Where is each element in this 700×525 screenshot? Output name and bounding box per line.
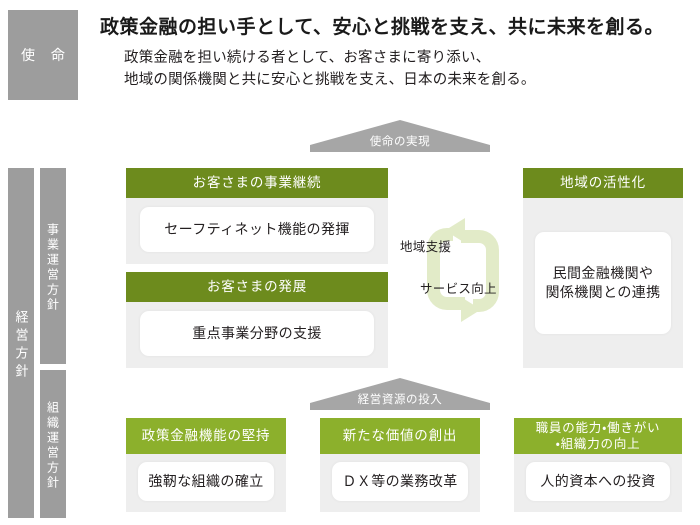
card-customer-business-continuity[interactable]: お客さまの事業継続 セーフティネット機能の発揮 [126, 168, 388, 264]
rail-management-policy: 経営方針 [8, 168, 34, 518]
mission-label-badge: 使 命 [8, 10, 78, 100]
cycle-labels: 地域支援 サービス向上 [398, 236, 528, 306]
card-body: 重点事業分野の支援 [126, 302, 388, 368]
card-staff-capability[interactable]: 職員の能力・働きがい・組織力の向上 人的資本への投資 [514, 418, 682, 512]
card-new-value-creation[interactable]: 新たな価値の創出 ＤＸ等の業務改革 [320, 418, 480, 512]
card-item: 強靭な組織の確立 [138, 462, 274, 501]
card-policy-finance-function[interactable]: 政策金融機能の堅持 強靭な組織の確立 [126, 418, 286, 512]
card-item: 民間金融機関や関係機関との連携 [535, 232, 671, 334]
rail-business-policy: 事業運営方針 [40, 168, 66, 364]
card-body: 民間金融機関や関係機関との連携 [523, 198, 683, 368]
card-body: 人的資本への投資 [514, 454, 682, 512]
mission-subtitle: 政策金融を担い続ける者として、お客さまに寄り添い、地域の関係機関と共に安心と挑戦… [124, 50, 536, 89]
card-body: ＤＸ等の業務改革 [320, 454, 480, 512]
card-body: セーフティネット機能の発揮 [126, 198, 388, 264]
mission-realization-arrow: 使命の実現 [310, 120, 490, 152]
card-body: 強靭な組織の確立 [126, 454, 286, 512]
card-header: 政策金融機能の堅持 [126, 418, 286, 454]
resource-input-arrow-label: 経営資源の投入 [357, 394, 443, 406]
resource-input-arrow: 経営資源の投入 [310, 378, 490, 410]
card-header: 新たな価値の創出 [320, 418, 480, 454]
card-item: 人的資本への投資 [526, 462, 670, 501]
cycle-arrow-icon [415, 218, 511, 322]
card-header: 地域の活性化 [523, 168, 683, 198]
mission-realization-arrow-label: 使命の実現 [369, 136, 431, 148]
card-customer-growth[interactable]: お客さまの発展 重点事業分野の支援 [126, 272, 388, 368]
card-header: 職員の能力・働きがい・組織力の向上 [514, 418, 682, 454]
card-regional-revitalization[interactable]: 地域の活性化 民間金融機関や関係機関との連携 [523, 168, 683, 368]
card-item: 重点事業分野の支援 [140, 311, 374, 356]
cycle-label-service-improvement: サービス向上 [420, 282, 497, 296]
card-item: ＤＸ等の業務改革 [332, 462, 468, 501]
cycle-label-regional-support: 地域支援 [400, 240, 452, 254]
rail-organization-policy: 組織運営方針 [40, 370, 66, 518]
card-item: セーフティネット機能の発揮 [140, 207, 374, 252]
mission-title: 政策金融の担い手として、安心と挑戦を支え、共に未来を創る。 [100, 17, 664, 38]
card-header: お客さまの事業継続 [126, 168, 388, 198]
card-header: お客さまの発展 [126, 272, 388, 302]
